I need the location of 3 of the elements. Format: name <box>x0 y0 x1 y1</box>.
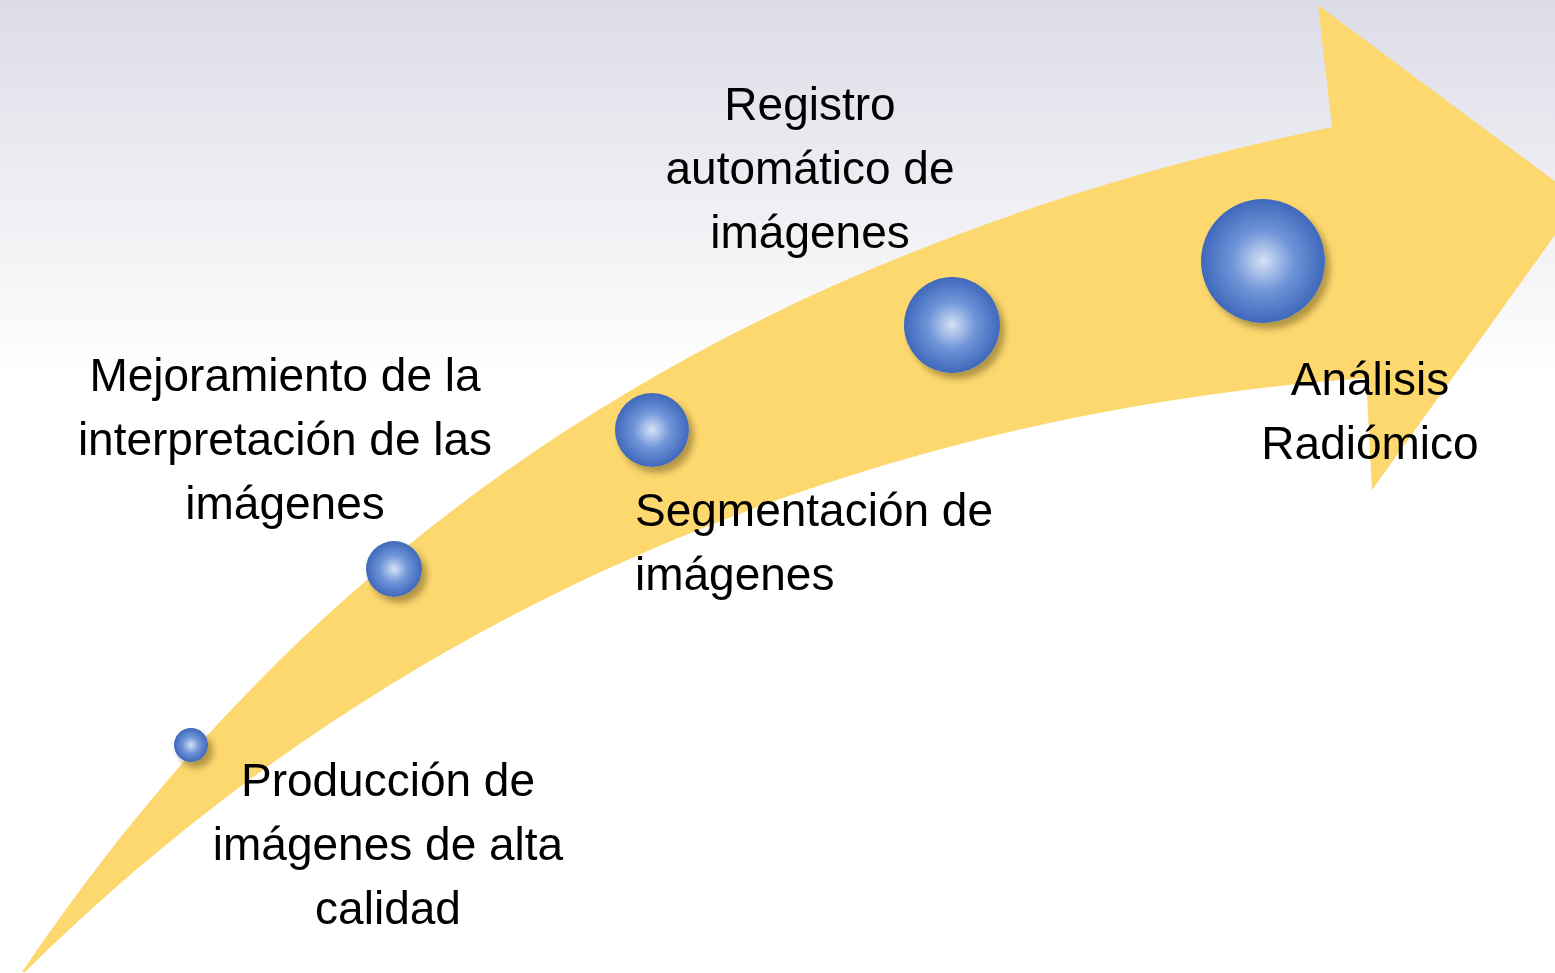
step-label: Producción de imágenes de alta calidad <box>211 753 565 936</box>
step-label: Registro automático de imágenes <box>664 77 956 260</box>
step-label: Mejoramiento de la interpretación de las imágenes <box>76 348 494 531</box>
